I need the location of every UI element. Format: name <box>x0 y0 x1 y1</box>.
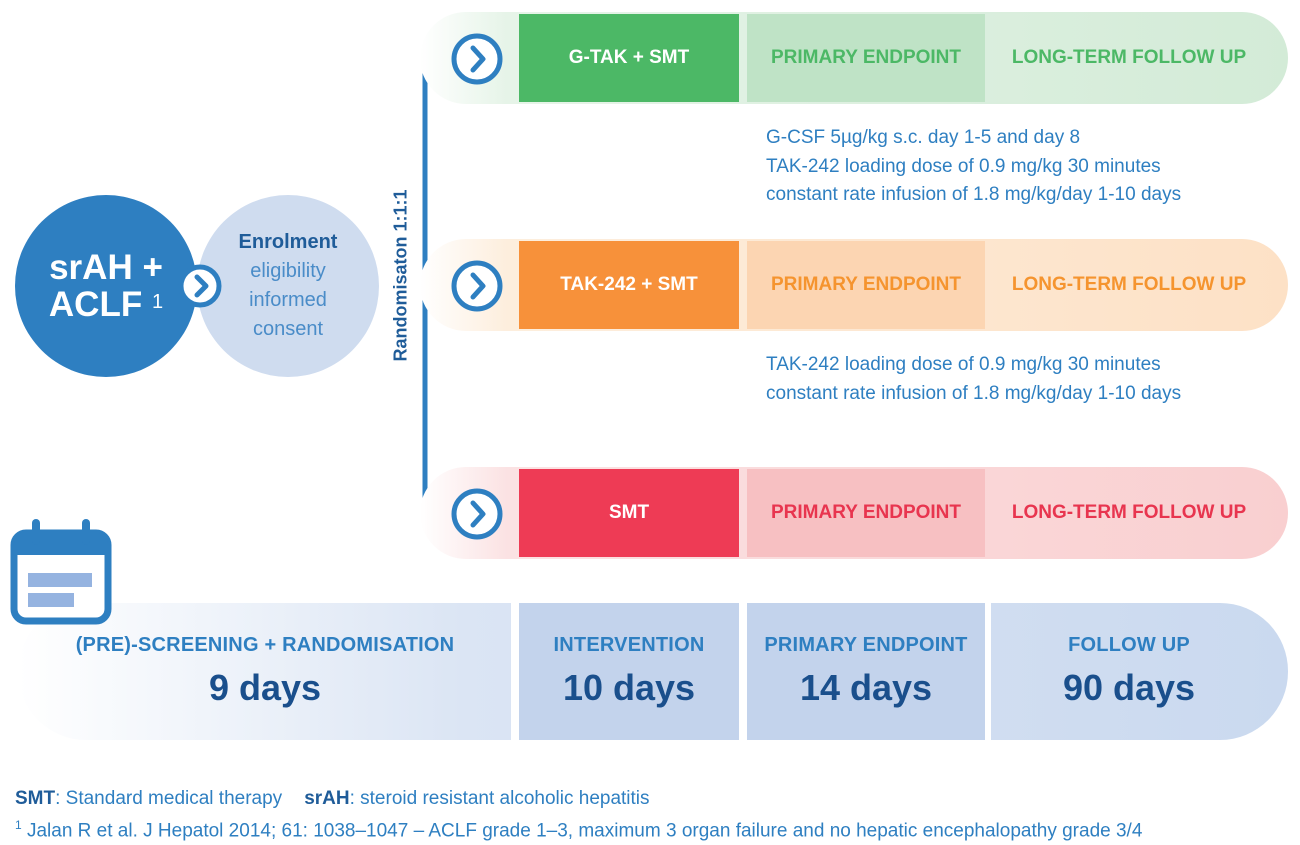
timeline-divider <box>739 603 747 740</box>
note-line: constant rate infusion of 1.8 mg/kg/day … <box>766 184 1182 205</box>
patient-line-1: srAH + <box>49 248 163 287</box>
footer-smt-definition: : Standard medical therapy <box>55 788 283 809</box>
arm-smt-arrow-icon <box>451 488 503 540</box>
timeline-follow-up: FOLLOW UP 90 days <box>991 603 1267 740</box>
enrolment-title: Enrolment <box>238 231 338 253</box>
enrolment-arrow-icon <box>178 264 222 308</box>
note-line: constant rate infusion of 1.8 mg/kg/day … <box>766 382 1182 404</box>
arm-gtak-dosing-note: G-CSF 5µg/kg s.c. day 1-5 and day 8 TAK-… <box>766 124 1181 210</box>
arm-tak-intervention: TAK-242 + SMT <box>519 241 739 329</box>
arm-gtak-followup: LONG-TERM FOLLOW UP <box>1011 47 1247 68</box>
patient-line-2: ACLF <box>48 285 143 324</box>
arm-tak-dosing-note: TAK-242 loading dose of 0.9 mg/kg 30 min… <box>766 351 1181 408</box>
patient-footnote-mark: 1 <box>151 291 164 313</box>
timeline-intervention: INTERVENTION 10 days <box>519 603 739 740</box>
calendar-icon <box>10 519 112 625</box>
timeline-primary-endpoint-value: 14 days <box>799 667 933 708</box>
timeline-intervention-value: 10 days <box>562 667 696 708</box>
timeline-follow-up-value: 90 days <box>1062 667 1196 708</box>
footer-abbreviations: SMT: Standard medical therapy srAH: stero… <box>15 786 1142 812</box>
enrolment-line-consent: consent <box>252 318 324 340</box>
footer-smt-abbr: SMT <box>15 788 56 809</box>
timeline-follow-up-title: FOLLOW UP <box>1068 634 1190 656</box>
patient-population-circle: srAH + ACLF 1 <box>15 195 197 377</box>
arm-smt-intervention: SMT <box>519 469 739 557</box>
note-line: TAK-242 loading dose of 0.9 mg/kg 30 min… <box>766 155 1161 177</box>
arm-smt-endpoint: PRIMARY ENDPOINT <box>747 469 985 557</box>
footer-srah-definition: : steroid resistant alcoholic hepatitis <box>349 788 650 809</box>
timeline-screening-title: (PRE)-SCREENING + RANDOMISATION <box>75 634 455 656</box>
footer-reference-text: Jalan R et al. J Hepatol 2014; 61: 1038–… <box>21 820 1143 842</box>
timeline-screening-value: 9 days <box>208 667 322 708</box>
arm-tak-followup: LONG-TERM FOLLOW UP <box>1011 274 1247 295</box>
enrolment-circle: Enrolment eligibility informed consent <box>197 195 379 377</box>
arm-tak-arrow-icon <box>451 260 503 312</box>
footer-reference-mark: 1 <box>15 818 22 832</box>
timeline-divider <box>985 603 991 740</box>
footer-srah-abbr: srAH <box>304 788 350 809</box>
arm-gtak-intervention: G-TAK + SMT <box>519 14 739 102</box>
arm-gtak-endpoint: PRIMARY ENDPOINT <box>747 14 985 102</box>
timeline-screening: (PRE)-SCREENING + RANDOMISATION 9 days <box>60 603 470 740</box>
arm-smt-followup: LONG-TERM FOLLOW UP <box>1011 502 1247 523</box>
timeline-primary-endpoint: PRIMARY ENDPOINT 14 days <box>747 603 985 740</box>
timeline-divider <box>511 603 519 740</box>
enrolment-line-eligibility: eligibility <box>250 260 326 282</box>
timeline-intervention-title: INTERVENTION <box>553 634 705 656</box>
note-line: G-CSF 5µg/kg s.c. day 1-5 and day 8 <box>766 127 1081 148</box>
randomisation-label-container: Randomisaton 1:1:1 <box>381 160 421 390</box>
note-line: TAK-242 loading dose of 0.9 mg/kg 30 min… <box>766 354 1161 375</box>
arm-tak-endpoint: PRIMARY ENDPOINT <box>747 241 985 329</box>
timeline-primary-endpoint-title: PRIMARY ENDPOINT <box>764 634 968 656</box>
arm-gtak-arrow-icon <box>451 33 503 85</box>
randomisation-label: Randomisaton 1:1:1 <box>390 188 411 362</box>
footer-notes: SMT: Standard medical therapy srAH: stero… <box>15 786 1142 844</box>
enrolment-line-informed: informed <box>249 289 327 311</box>
footer-reference: 1 Jalan R et al. J Hepatol 2014; 61: 103… <box>15 812 1142 844</box>
